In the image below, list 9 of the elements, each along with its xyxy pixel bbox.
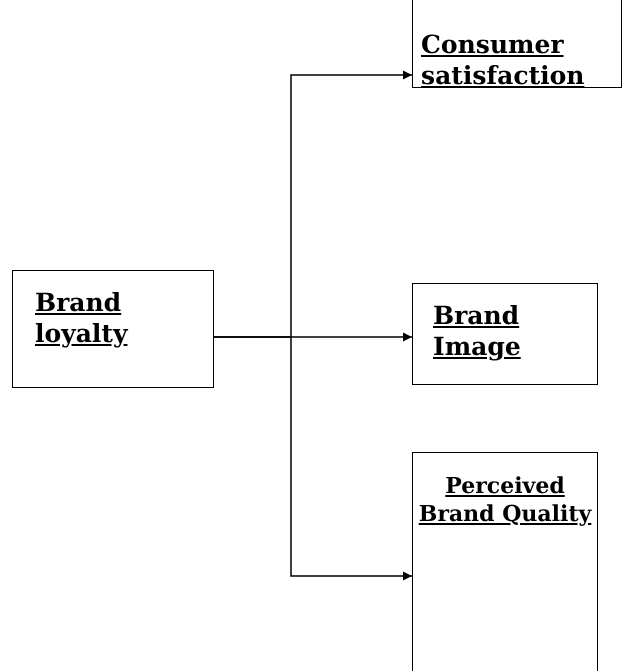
box-label: Perceived Brand Quality — [418, 473, 593, 528]
concept-box — [412, 283, 598, 385]
concept-box — [12, 270, 214, 388]
box-label: Brand Image — [433, 300, 522, 362]
concept-box — [412, 452, 598, 671]
box-label: Consumer satisfaction — [421, 29, 586, 92]
concept-box — [412, 0, 622, 88]
arrow — [214, 336, 412, 580]
box-label: Brand loyalty — [35, 287, 130, 350]
